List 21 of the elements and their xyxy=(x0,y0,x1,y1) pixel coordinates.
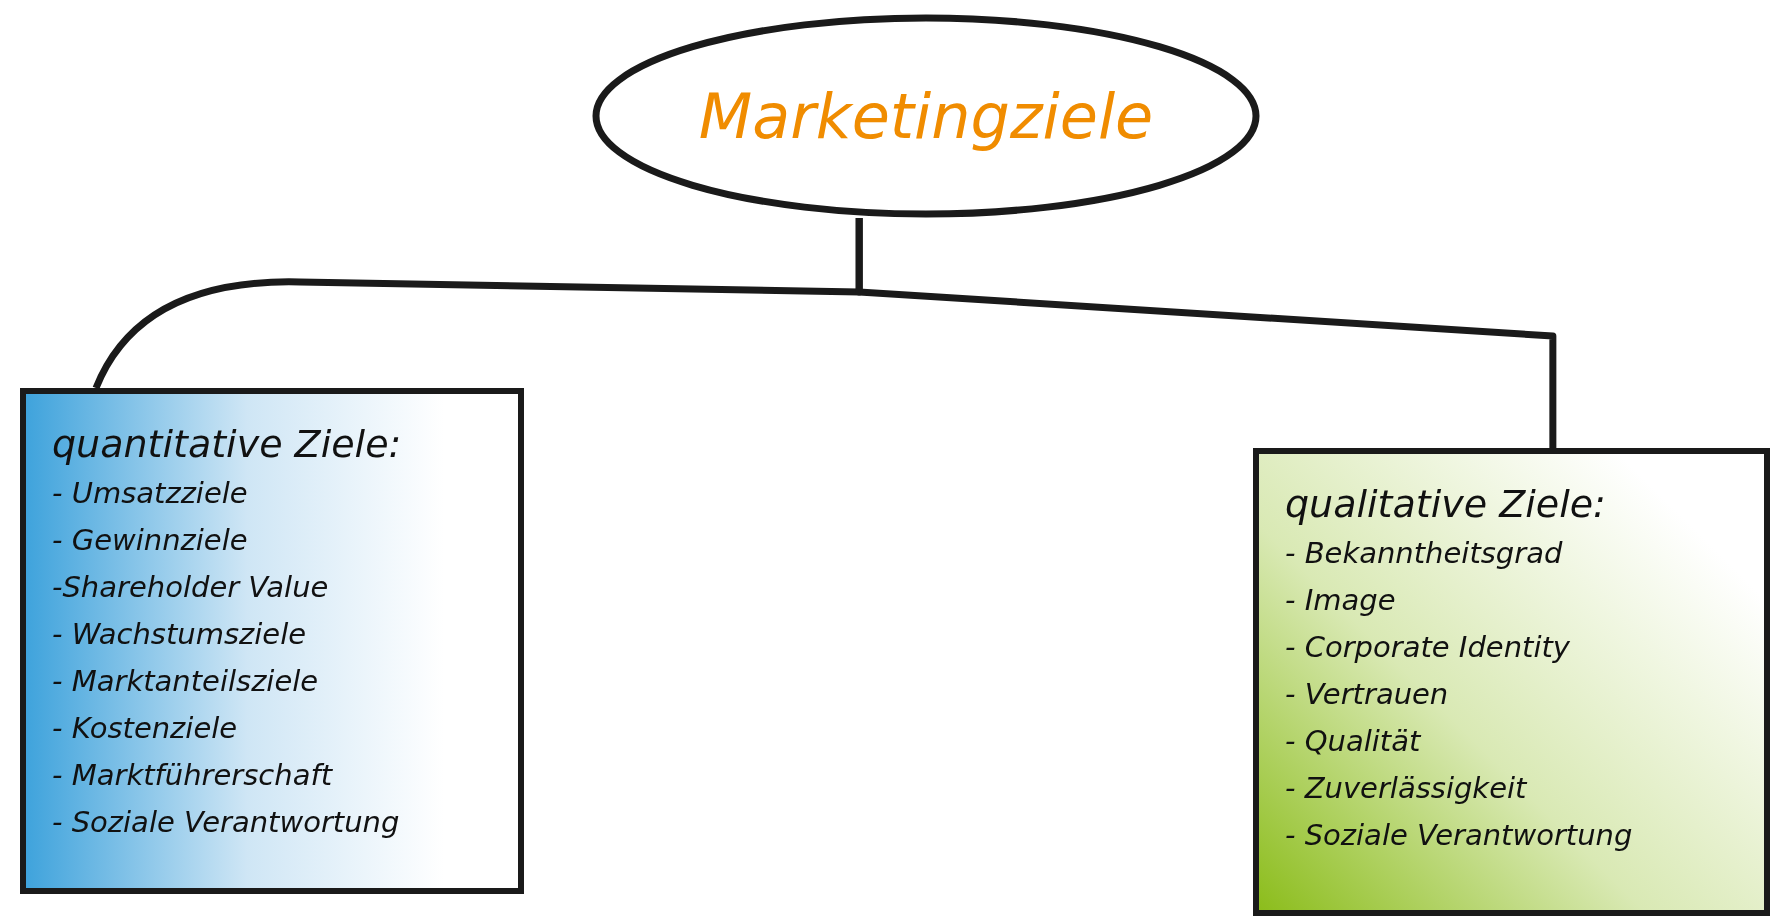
list-item: - Marktführerschaft xyxy=(52,757,334,794)
list-item: - Soziale Verantwortung xyxy=(52,804,401,841)
list-box xyxy=(1253,448,1770,916)
list-item: - Bekanntheitsgrad xyxy=(1285,535,1564,572)
list-item: - Wachstumsziele xyxy=(52,616,308,653)
title-text: Marketingziele xyxy=(698,79,1154,153)
list-item: - Vertrauen xyxy=(1285,676,1450,713)
list-item: - Image xyxy=(1285,582,1397,619)
list-item: - Soziale Verantwortung xyxy=(1285,817,1634,854)
box-heading: quantitative Ziele: xyxy=(52,422,403,466)
list-item: - Kostenziele xyxy=(52,710,239,747)
list-item: -Shareholder Value xyxy=(52,569,330,606)
box-heading: qualitative Ziele: xyxy=(1285,482,1607,526)
list-item: - Gewinnziele xyxy=(52,522,249,559)
list-item: - Umsatzziele xyxy=(52,475,249,512)
list-item: - Zuverlässigkeit xyxy=(1285,770,1529,807)
list-box xyxy=(20,388,524,894)
list-item: - Marktanteilsziele xyxy=(52,663,320,700)
list-item: - Corporate Identity xyxy=(1285,629,1571,666)
list-item: - Qualität xyxy=(1285,723,1423,760)
ellipse-node xyxy=(592,14,1260,218)
